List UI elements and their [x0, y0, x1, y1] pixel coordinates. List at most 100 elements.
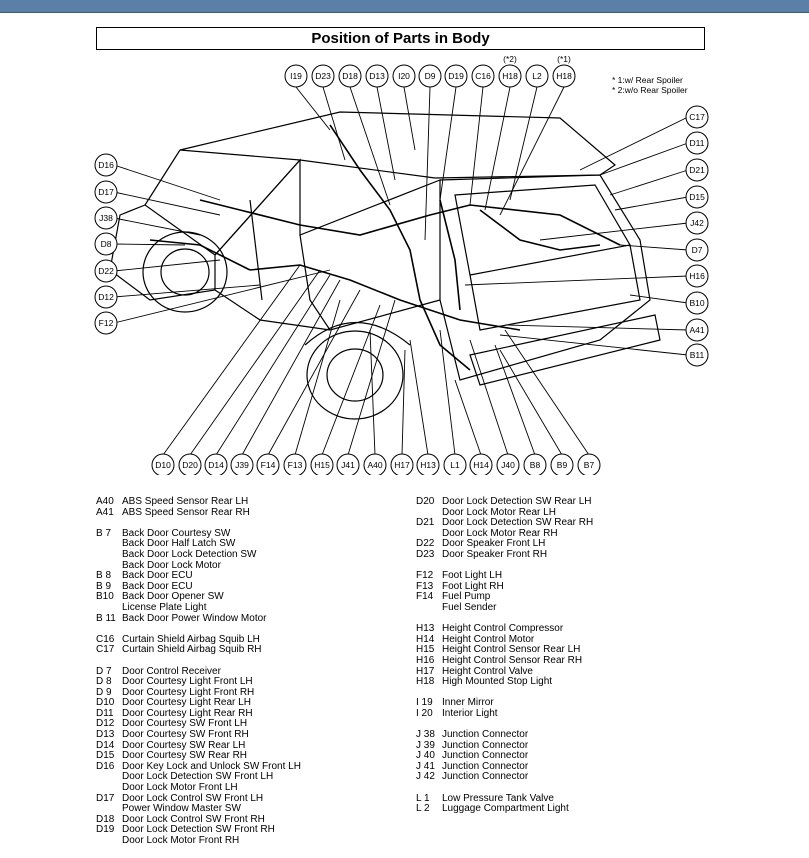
callout-B9: B9: [550, 453, 574, 475]
svg-text:J38: J38: [99, 213, 113, 223]
legend-part-name: Height Control Valve: [442, 665, 533, 677]
callout-D21: D21: [685, 158, 709, 182]
legend-row: License Plate Light: [96, 601, 301, 614]
vehicle-outline: [109, 111, 661, 420]
callout-H18-no-spoiler: H18: [498, 64, 522, 88]
legend-part-name: Door Lock Motor Rear LH: [442, 506, 556, 518]
callout-C16: C16: [471, 64, 495, 88]
legend-part-name: High Mounted Stop Light: [442, 676, 553, 688]
legend-part-name: Back Door Lock Detection SW: [122, 548, 257, 560]
svg-text:D13: D13: [369, 71, 385, 81]
callout-D11: D11: [685, 131, 709, 155]
svg-text:F14: F14: [261, 460, 276, 470]
legend-part-name: Door Courtesy SW Rear LH: [122, 739, 246, 751]
callout-C17: C17: [685, 105, 709, 129]
legend-code: L 2: [416, 803, 430, 815]
callout-I19: I19: [284, 64, 308, 88]
legend-part-name: Door Control Receiver: [122, 665, 221, 677]
svg-text:H15: H15: [314, 460, 330, 470]
legend-part-name: Door Key Lock and Unlock SW Front LH: [122, 760, 301, 772]
legend-row: Door Lock Motor Front RH: [96, 835, 301, 847]
legend-part-name: Door Lock Motor Rear RH: [442, 527, 558, 539]
legend-part-name: Junction Connector: [442, 771, 529, 783]
svg-text:D20: D20: [182, 460, 198, 470]
legend-part-name: Junction Connector: [442, 729, 529, 741]
legend-part-name: Door Courtesy Light Front LH: [122, 676, 253, 688]
legend-part-name: Power Window Master SW: [122, 803, 241, 815]
legend-row: Fuel Sender: [416, 602, 593, 614]
callout-F13: F13: [283, 453, 307, 475]
legend-part-name: Junction Connector: [442, 750, 529, 762]
legend-part-name: Curtain Shield Airbag Squib LH: [122, 633, 260, 645]
svg-text:H16: H16: [689, 271, 705, 281]
svg-text:B9: B9: [557, 460, 568, 470]
legend-part-name: Foot Light RH: [442, 580, 504, 592]
tag-no-spoiler: (*2): [503, 55, 517, 64]
legend-code: F12: [416, 570, 434, 582]
svg-text:I20: I20: [398, 71, 410, 81]
legend-part-name: Foot Light LH: [442, 570, 503, 582]
legend-code: H13: [416, 623, 435, 635]
legend-code: B10: [96, 591, 114, 603]
legend-code: D 7: [96, 665, 112, 677]
svg-text:L2: L2: [532, 71, 542, 81]
note-no-rear-spoiler: * 2:w/o Rear Spoiler: [612, 85, 688, 95]
svg-text:H17: H17: [394, 460, 410, 470]
legend-part-name: Back Door Power Window Motor: [122, 612, 267, 624]
svg-text:D11: D11: [690, 138, 705, 148]
legend-part-name: Door Speaker Front RH: [442, 548, 548, 560]
legend-part-name: Door Courtesy Light Rear LH: [122, 697, 251, 709]
legend-code: D 9: [96, 686, 112, 698]
legend-part-name: ABS Speed Sensor Rear LH: [122, 496, 249, 507]
legend-row: Door Lock Motor Rear RH: [416, 527, 593, 540]
callout-D16: D16: [94, 153, 118, 177]
callout-D12: D12: [94, 285, 118, 309]
legend-code: D23: [416, 548, 435, 560]
callout-D23: D23: [311, 64, 335, 88]
legend-code: L 1: [416, 792, 430, 804]
legend-row: Power Window Master SW: [96, 804, 301, 815]
legend-part-name: Door Courtesy SW Front RH: [122, 729, 249, 741]
svg-text:D17: D17: [98, 187, 114, 197]
svg-text:I19: I19: [290, 71, 302, 81]
legend-row: Back Door Lock Detection SW: [96, 548, 301, 561]
legend-code: J 39: [416, 739, 435, 751]
callout-F14: F14: [256, 453, 280, 475]
legend-code: C17: [96, 644, 115, 656]
legend-part-name: Door Lock Control SW Front LH: [122, 792, 264, 804]
legend-part-name: Inner Mirror: [442, 697, 494, 709]
legend-code: D20: [416, 496, 435, 507]
legend-code: D17: [96, 792, 115, 804]
callout-D20: D20: [178, 453, 202, 475]
callout-L1: L1: [443, 453, 467, 475]
svg-text:B10: B10: [689, 298, 704, 308]
svg-text:L1: L1: [450, 460, 460, 470]
svg-text:B8: B8: [530, 460, 541, 470]
legend-part-name: Back Door Half Latch SW: [122, 538, 236, 550]
svg-text:B7: B7: [584, 460, 595, 470]
callout-D19: D19: [444, 64, 468, 88]
svg-text:D7: D7: [692, 245, 703, 255]
legend-code: F14: [416, 591, 434, 603]
callout-B8: B8: [523, 453, 547, 475]
callout-D9: D9: [418, 64, 442, 88]
legend-code: D15: [96, 750, 115, 762]
legend-part-name: License Plate Light: [122, 601, 207, 613]
legend-code: B 9: [96, 580, 112, 592]
legend-code: D19: [96, 824, 115, 836]
